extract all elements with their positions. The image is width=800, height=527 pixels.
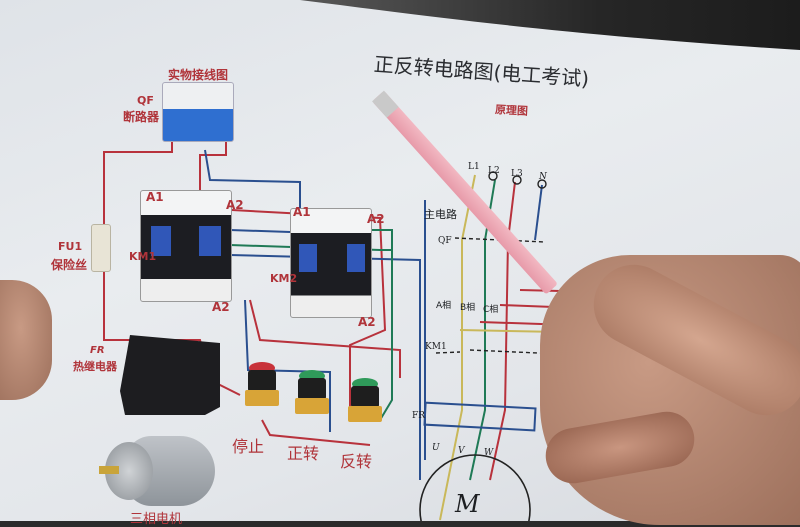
km2-a1-label: A1: [293, 205, 311, 219]
km1-a2-label: A2: [226, 198, 244, 212]
circuit-breaker: [162, 82, 234, 142]
km2-a2-label: A2: [367, 212, 385, 226]
km2-a2-bottom-label: A2: [358, 315, 376, 329]
km2-code: KM2: [270, 272, 298, 285]
stop-pushbutton: [245, 362, 279, 408]
thermal-relay-name: 热继电器: [73, 360, 117, 373]
wiring-diagram-heading: 实物接线图: [168, 68, 229, 82]
thermal-relay: [120, 335, 220, 415]
forward-pushbutton: [295, 370, 329, 416]
phase-a-label: A相: [436, 301, 452, 311]
schematic-km1: KM1: [425, 342, 447, 352]
motor-terminal-v: V: [458, 446, 465, 456]
schematic-fr: FR: [412, 411, 426, 421]
schematic-qf: QF: [438, 236, 452, 246]
three-phase-motor: [99, 428, 220, 521]
breaker-name: 断路器: [123, 110, 160, 124]
main-circuit-label: 主电路: [424, 208, 457, 221]
left-thumb: [0, 280, 52, 400]
contactor-km2: [290, 208, 372, 318]
phase-c-label: C相: [483, 305, 499, 315]
fuse-code: FU1: [58, 240, 83, 253]
km1-code: KM1: [129, 250, 157, 263]
motor-terminal-u: U: [432, 443, 440, 453]
contactor-km1: [140, 190, 232, 302]
thermal-relay-code: FR: [90, 345, 105, 356]
motor-terminal-w: W: [484, 448, 494, 458]
supply-n: N: [539, 172, 547, 182]
fuse-name: 保险丝: [51, 258, 88, 272]
reverse-pushbutton: [348, 378, 382, 424]
forward-button-label: 正转: [287, 444, 320, 463]
motor-symbol: M: [455, 490, 480, 518]
reverse-button-label: 反转: [340, 452, 373, 471]
km1-a1-label: A1: [146, 190, 164, 204]
breaker-code: QF: [137, 94, 154, 107]
supply-l1: L1: [468, 162, 480, 172]
phase-b-label: B相: [460, 303, 476, 313]
km1-a2-bottom-label: A2: [212, 300, 230, 314]
fuse: [91, 224, 111, 272]
supply-l3: L3: [511, 169, 523, 179]
motor-name: 三相电机: [130, 512, 183, 527]
stop-button-label: 停止: [232, 437, 265, 456]
supply-l2: L2: [488, 166, 500, 176]
